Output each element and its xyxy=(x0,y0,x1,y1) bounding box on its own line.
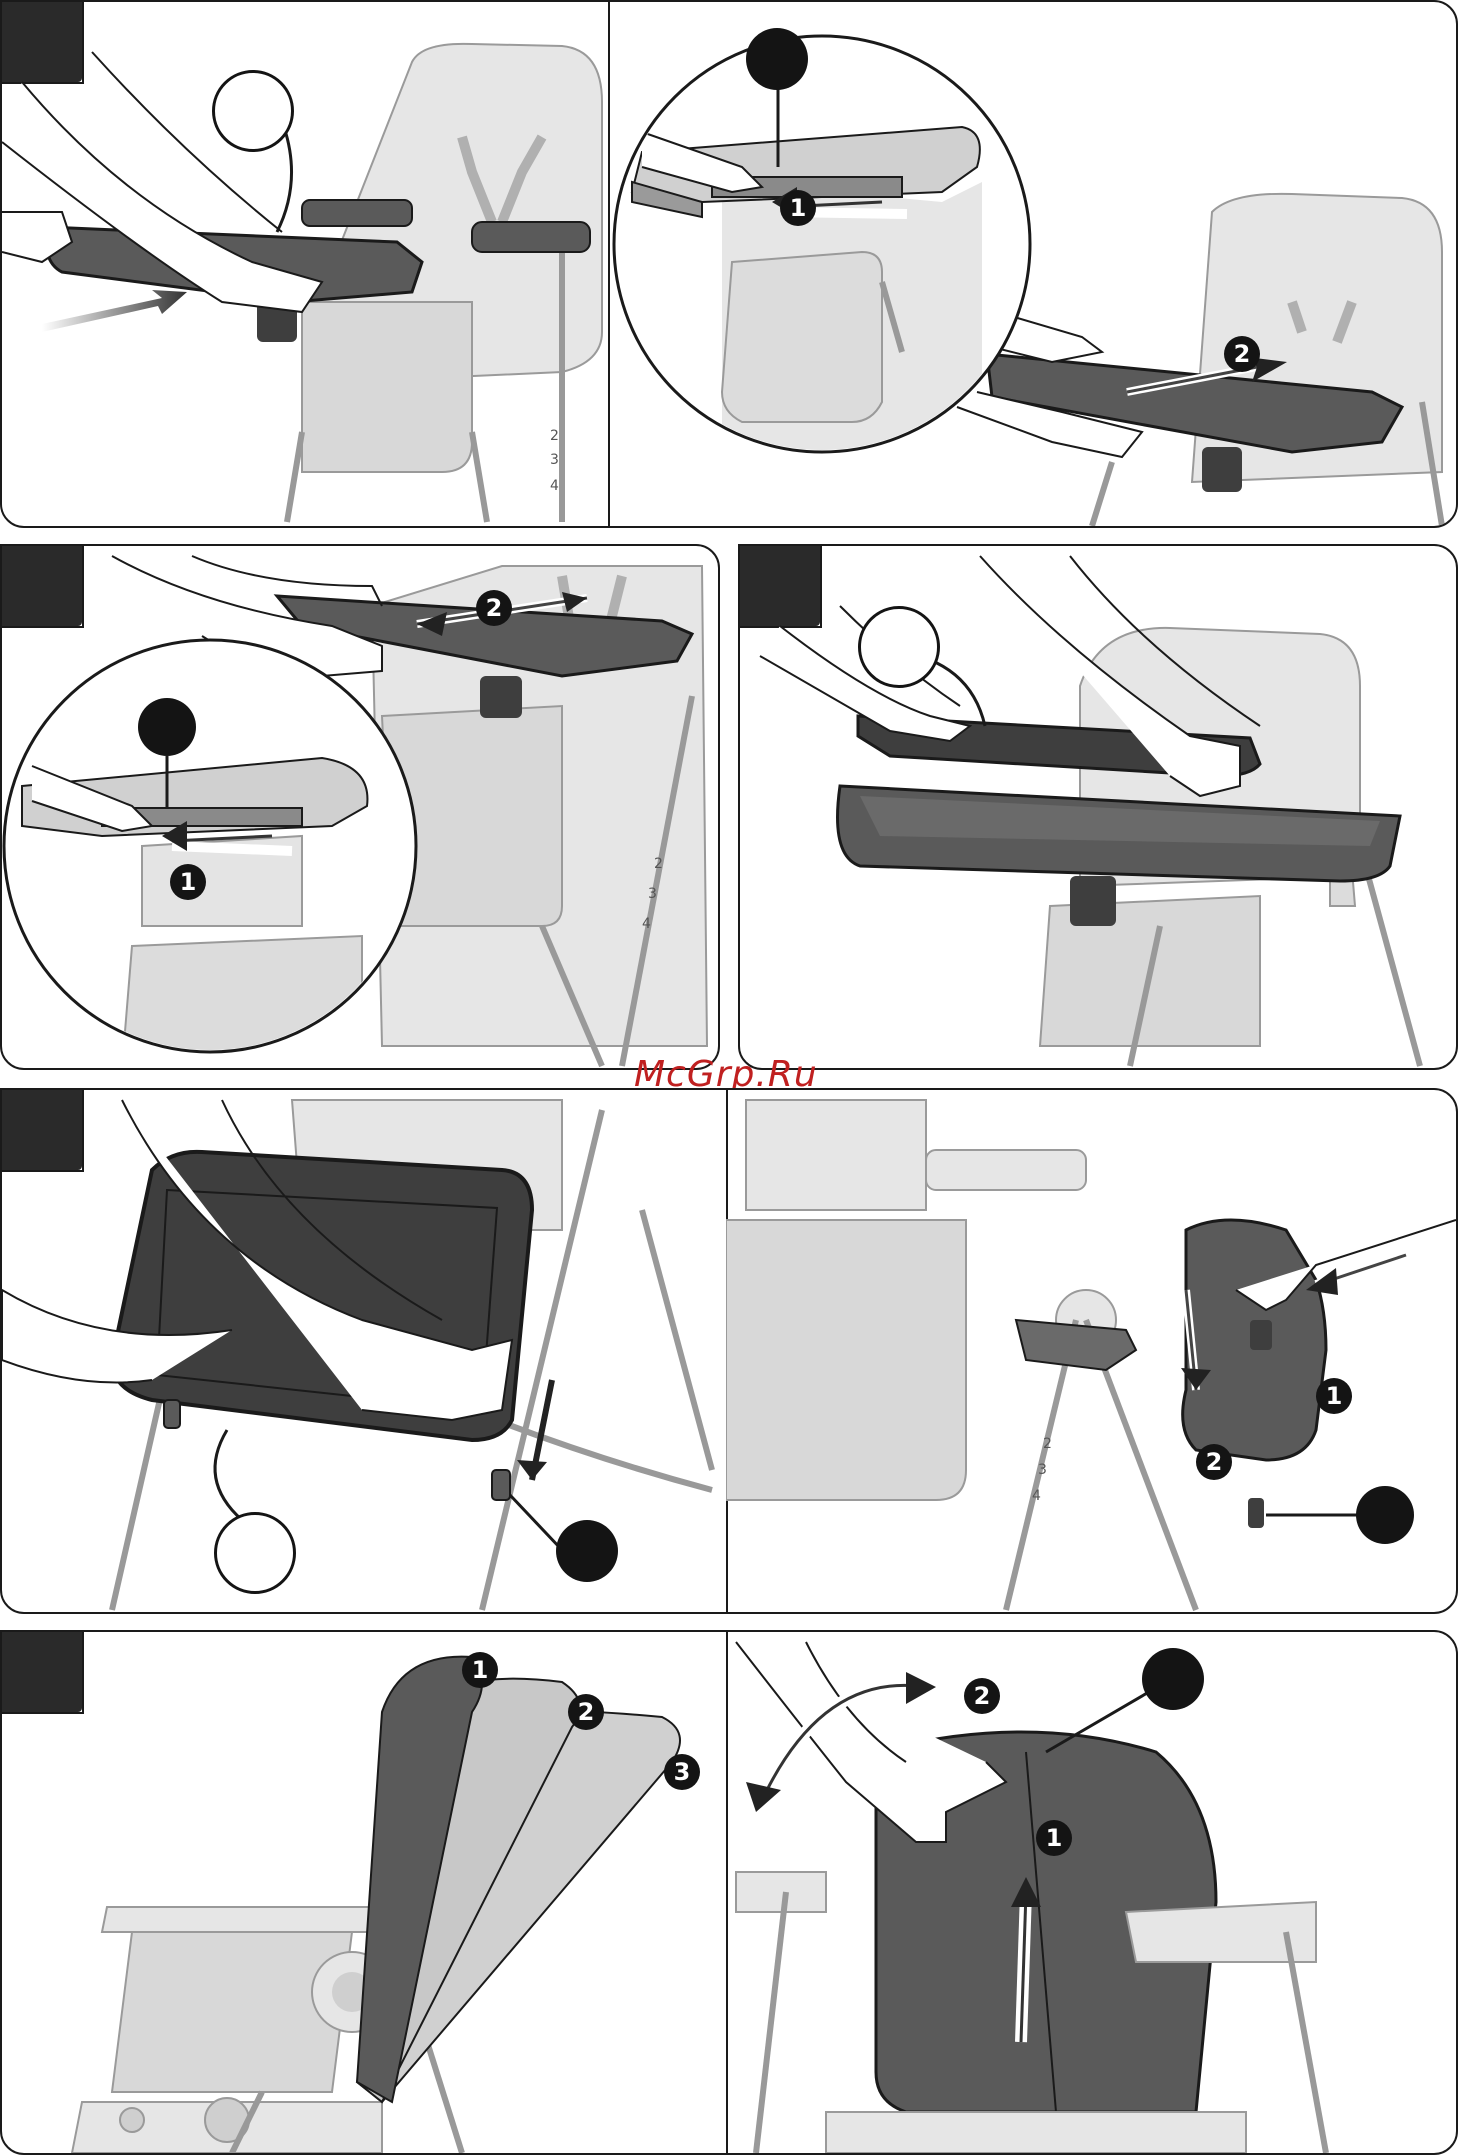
recline-position-2: 2 xyxy=(568,1694,604,1730)
callout-dot xyxy=(556,1520,618,1582)
step-badge-2: 2 xyxy=(476,590,512,626)
callout-dot xyxy=(1356,1486,1414,1544)
step-badge-2: 2 xyxy=(1224,336,1260,372)
panel-row2-right xyxy=(738,544,1458,1070)
step-badge-1: 1 xyxy=(780,190,816,226)
illustration-slide-tray xyxy=(2,2,1456,526)
callout-dot xyxy=(1142,1648,1204,1710)
recline-position-3: 3 xyxy=(664,1754,700,1790)
height-mark: 4 xyxy=(642,916,651,932)
step-badge-1: 1 xyxy=(1036,1820,1072,1856)
panel-row2-left: 2 3 4 1 2 xyxy=(0,544,720,1070)
step-badge-2: 2 xyxy=(1196,1444,1232,1480)
step-badge-2: 2 xyxy=(964,1678,1000,1714)
height-mark: 3 xyxy=(648,886,657,902)
illustration-recline-positions xyxy=(2,1632,726,2153)
panel-row1: 2 3 4 xyxy=(0,0,1458,528)
illustration-adjust-backrest xyxy=(726,1632,1456,2153)
illustration-store-tray xyxy=(2,1090,726,1612)
height-mark: 4 xyxy=(1032,1488,1041,1504)
height-mark: 2 xyxy=(654,856,663,872)
panel-row4: 1 2 3 2 1 xyxy=(0,1630,1458,2155)
panel-row3-left: 2 3 4 1 2 xyxy=(0,1088,1458,1614)
callout-dot xyxy=(746,28,808,90)
callout-dot xyxy=(138,698,196,756)
step-badge-1: 1 xyxy=(1316,1378,1352,1414)
height-mark: 3 xyxy=(1038,1462,1047,1478)
illustration-adjust-tray: 2 3 4 xyxy=(2,546,718,1068)
illustration-remove-tray-cover xyxy=(740,546,1456,1068)
callout-circle-empty xyxy=(858,606,940,688)
recline-position-1: 1 xyxy=(462,1652,498,1688)
height-mark: 2 xyxy=(1043,1436,1052,1452)
step-badge-1: 1 xyxy=(170,864,206,900)
callout-circle-empty xyxy=(214,1512,296,1594)
illustration-fold-tray: 2 3 4 xyxy=(726,1090,1456,1612)
